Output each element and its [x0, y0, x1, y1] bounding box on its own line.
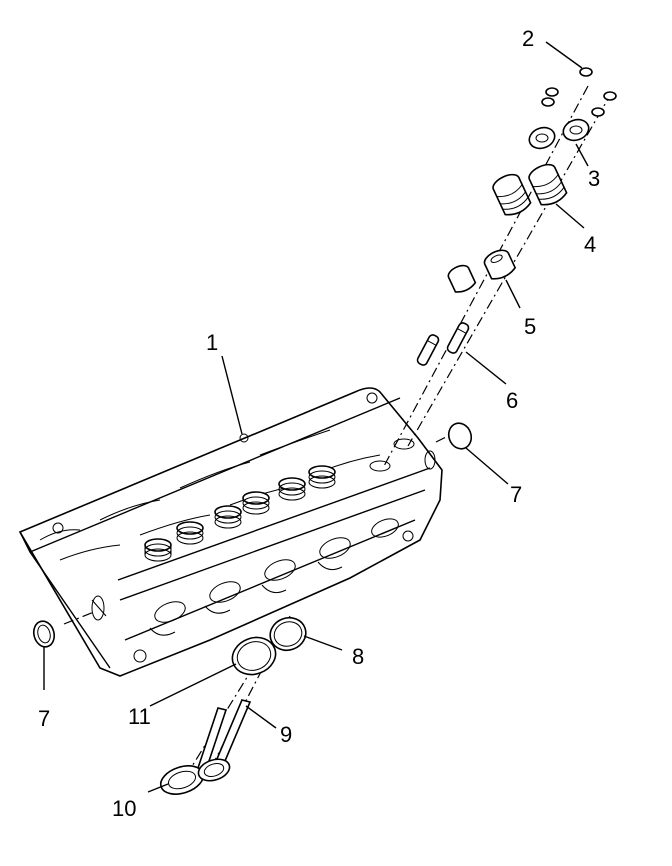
- valve-spring-retainers: [528, 118, 590, 150]
- callout-8: 8: [352, 644, 364, 669]
- valve-guides: [416, 322, 470, 366]
- callout-6: 6: [506, 388, 518, 413]
- valve-springs: [492, 163, 568, 216]
- callout-3: 3: [588, 166, 600, 191]
- installed-springs: [144, 465, 336, 562]
- valve-seat-inserts: [231, 616, 307, 676]
- callout-1: 1: [206, 330, 218, 355]
- callout-2: 2: [522, 26, 534, 51]
- callout-labels: 1 2 3 4 5 6 7 7 8 9 10 11: [38, 26, 600, 821]
- expansion-plugs: [32, 422, 473, 648]
- callout-10: 10: [112, 796, 136, 821]
- callout-5: 5: [524, 314, 536, 339]
- leader-lines: [43, 41, 589, 793]
- callout-7-right: 7: [510, 482, 522, 507]
- valve-stem-oil-seals: [447, 249, 517, 293]
- valves: [159, 699, 252, 795]
- callout-4: 4: [584, 232, 596, 257]
- callout-9: 9: [280, 722, 292, 747]
- cylinder-head: [18, 387, 443, 677]
- valve-keys: [541, 67, 617, 117]
- callout-7-left: 7: [38, 706, 50, 731]
- callout-11: 11: [128, 704, 151, 729]
